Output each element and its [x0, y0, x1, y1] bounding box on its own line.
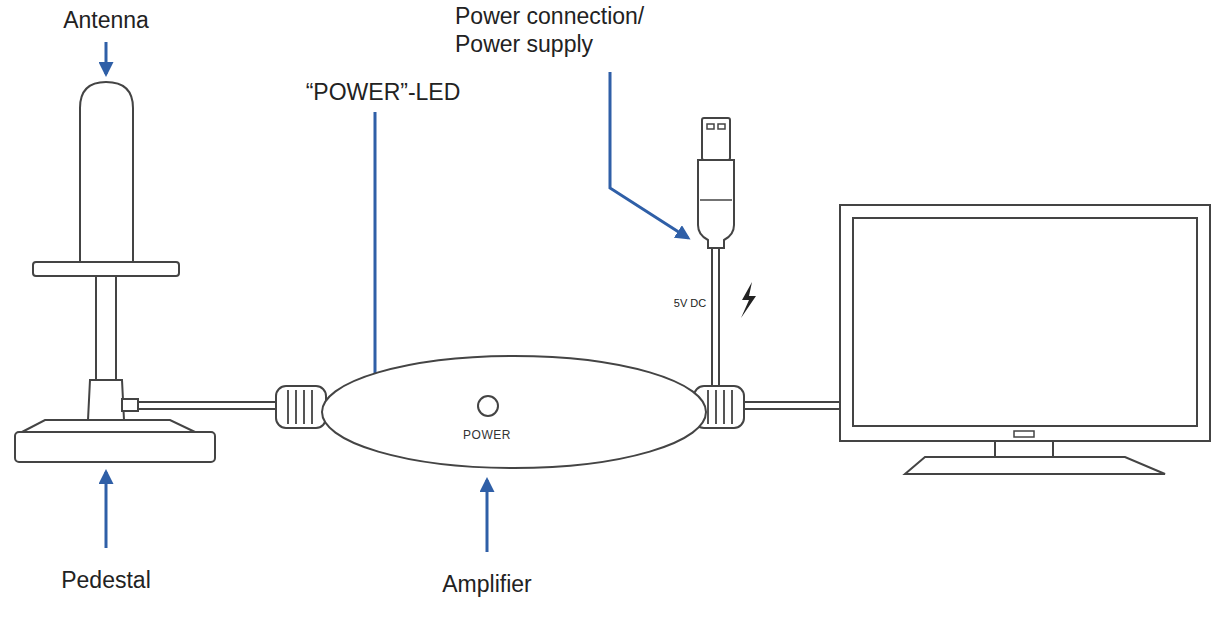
part-label: Amplifier [442, 570, 531, 598]
usb-body [698, 160, 734, 248]
callout-arrow [486, 480, 489, 552]
usb-hole [718, 124, 725, 129]
pedestal-base [15, 432, 215, 462]
lightning-symbol [741, 282, 756, 318]
tv-neck [995, 441, 1053, 457]
cable [745, 401, 840, 403]
callout-arrow [105, 42, 108, 74]
antenna-rod [80, 82, 133, 262]
antenna-joint [88, 380, 124, 420]
pedestal-top [22, 420, 195, 432]
tv-frame [840, 205, 1210, 441]
part-label: Pedestal [61, 566, 151, 594]
part-label: Power connection/ Power supply [455, 2, 685, 58]
cable [745, 408, 840, 410]
part-label: Antenna [63, 6, 149, 34]
antenna-stem [96, 276, 116, 396]
amplifier-box: POWER [320, 354, 708, 470]
tv-button [1014, 431, 1034, 437]
tv-base [905, 457, 1165, 474]
part-label: “POWER”-LED [306, 78, 461, 106]
usb-hole [707, 124, 714, 129]
usb-grip [700, 199, 732, 201]
antenna-disk [33, 262, 179, 276]
amplifier-outline [320, 354, 708, 470]
antenna-connector [122, 399, 138, 411]
power-led [478, 396, 498, 416]
grommet [276, 386, 326, 428]
tv-screen [853, 218, 1197, 426]
panel-marking: POWER [463, 428, 511, 442]
usb-cable [718, 248, 720, 392]
voltage-label: 5V DC [674, 296, 706, 311]
usb-metal [702, 118, 730, 160]
callout-arrow [105, 472, 108, 548]
callout-arrow [610, 72, 688, 238]
cable [138, 408, 276, 410]
cable [138, 401, 276, 403]
usb-cable [712, 248, 745, 398]
